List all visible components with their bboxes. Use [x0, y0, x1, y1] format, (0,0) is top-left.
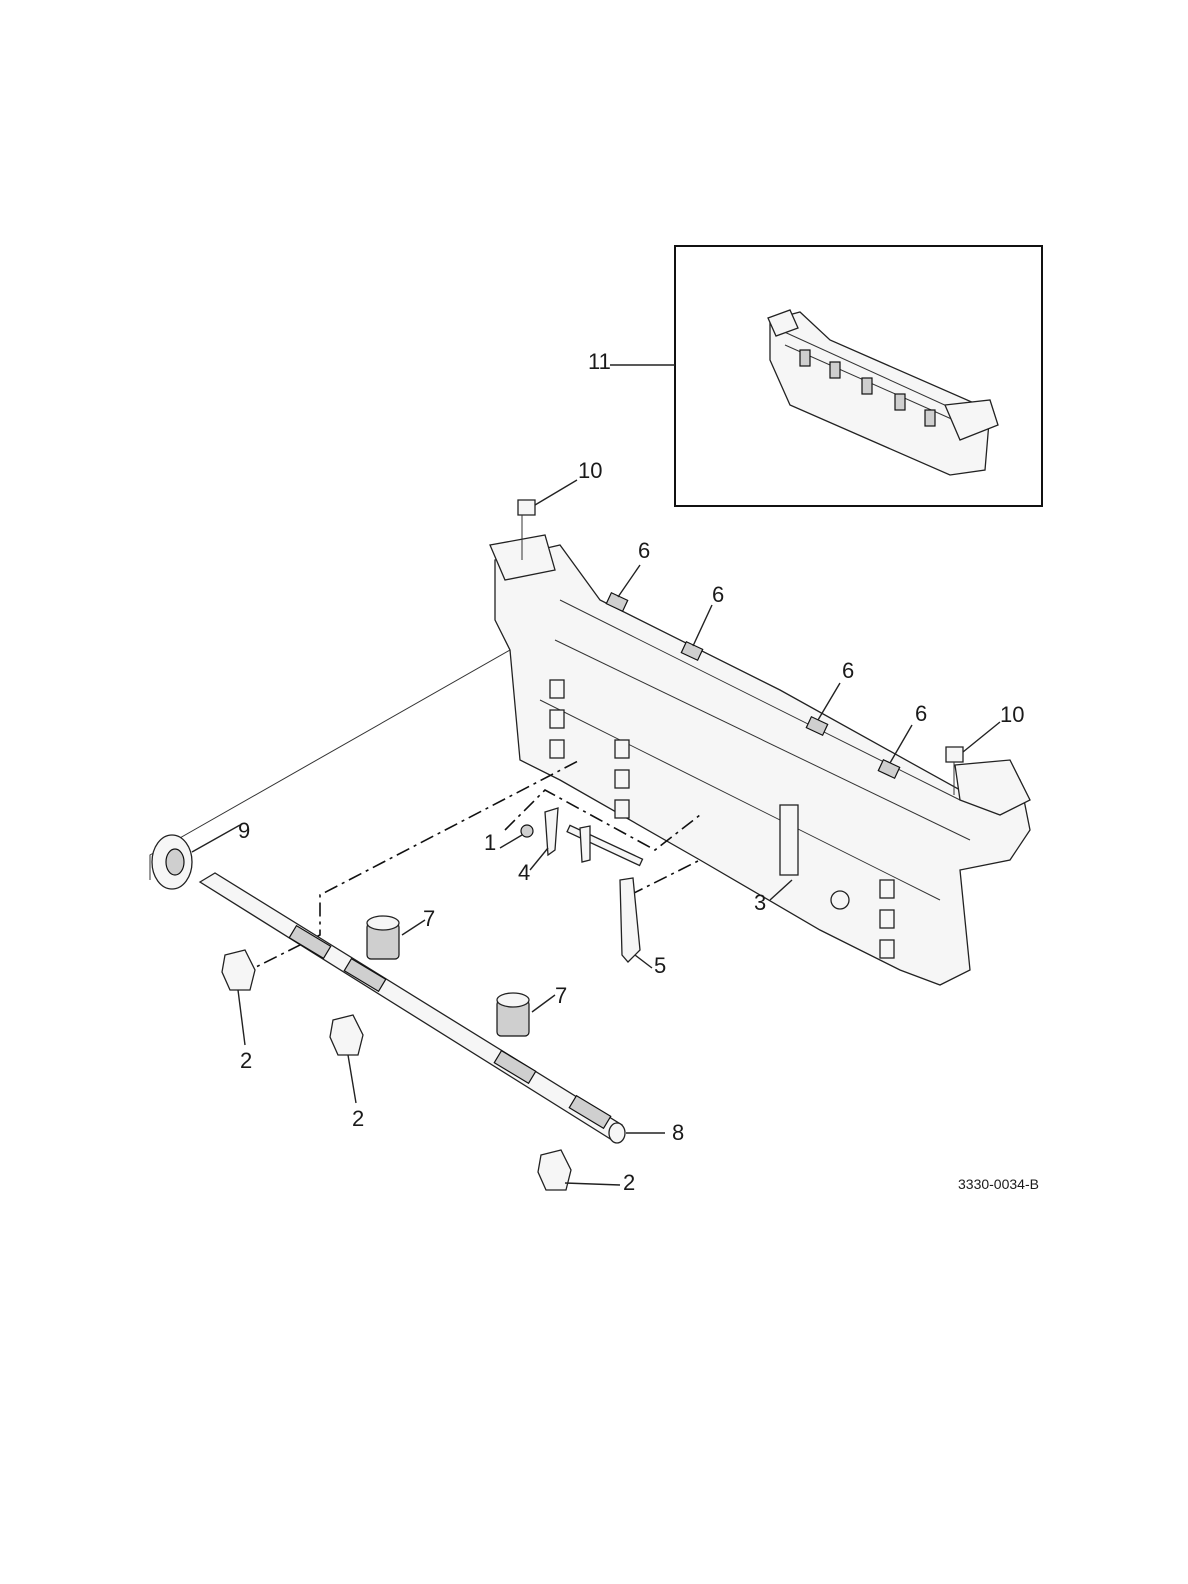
leader-9	[192, 825, 240, 852]
assembly-inset	[675, 246, 1042, 506]
leader-10a	[535, 480, 577, 505]
callout-10b: 10	[1000, 704, 1024, 726]
leader-6b	[693, 605, 712, 646]
clip-2b	[330, 1015, 363, 1055]
leader-5	[635, 955, 652, 968]
label-10b	[946, 747, 963, 762]
callout-10a: 10	[578, 460, 602, 482]
actuator-4	[545, 808, 558, 855]
leader-4	[530, 848, 548, 870]
assembled-frame-thumbnail	[768, 310, 998, 475]
leader-2c	[565, 1183, 620, 1185]
leader-7b	[532, 995, 555, 1012]
callout-2c: 2	[623, 1172, 635, 1194]
callout-7b: 7	[555, 985, 567, 1007]
leader-2a	[238, 990, 245, 1045]
roller-7a	[367, 916, 399, 959]
callout-6b: 6	[712, 584, 724, 606]
clip-2c	[538, 1150, 571, 1190]
document-number: 3330-0034-B	[958, 1176, 1039, 1192]
callout-3: 3	[754, 892, 766, 914]
callout-6a: 6	[638, 540, 650, 562]
callout-1: 1	[484, 832, 496, 854]
shaft-lever-5	[567, 825, 642, 962]
callout-2a: 2	[240, 1050, 252, 1072]
callout-6c: 6	[842, 660, 854, 682]
alignment-line-lever	[630, 860, 700, 895]
callout-5: 5	[654, 955, 666, 977]
leader-1	[500, 835, 522, 848]
e-ring-1	[521, 825, 533, 837]
callout-6d: 6	[915, 703, 927, 725]
callout-4: 4	[518, 862, 530, 884]
leader-7a	[402, 920, 425, 935]
leader-10b	[963, 722, 1000, 752]
callout-8: 8	[672, 1122, 684, 1144]
label-10a	[518, 500, 535, 515]
leader-2b	[348, 1055, 356, 1103]
leader-6a	[618, 565, 640, 597]
roller-7b	[497, 993, 529, 1036]
leader-6c	[818, 683, 840, 720]
callout-7a: 7	[423, 908, 435, 930]
callout-2b: 2	[352, 1108, 364, 1130]
bearing-9	[152, 835, 192, 889]
roller-shaft-8	[200, 873, 625, 1143]
callout-9: 9	[238, 820, 250, 842]
callout-11: 11	[588, 351, 611, 373]
clip-2a	[222, 950, 255, 990]
